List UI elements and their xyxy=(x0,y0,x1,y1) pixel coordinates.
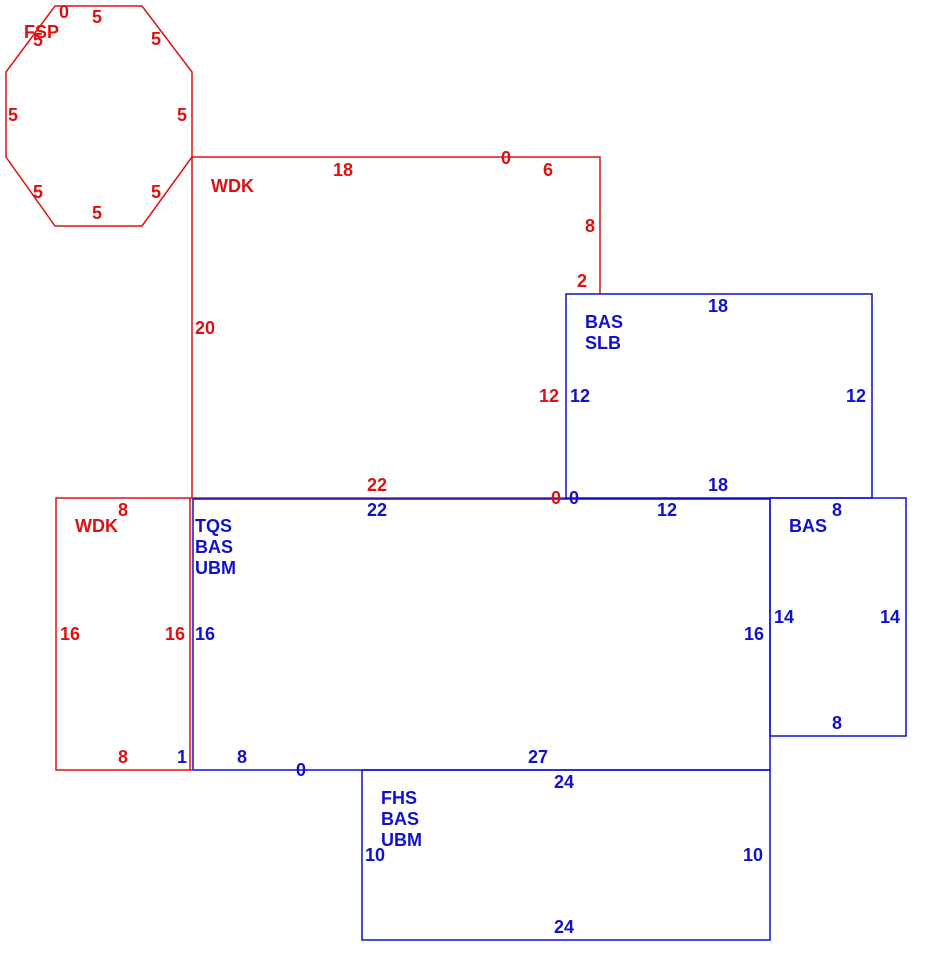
bas-slb-dim-bottom: 18 xyxy=(708,475,728,495)
main-area xyxy=(192,498,771,771)
octagon-dim-top-right: 5 xyxy=(151,29,161,49)
wdk-left-dim-right: 16 xyxy=(165,624,185,644)
wdk-left-labels: WDK 8 16 16 8 xyxy=(60,500,185,767)
bas-right-dim-top: 8 xyxy=(832,500,842,520)
wdk-upper-outline xyxy=(192,156,601,294)
wdk-left-title: WDK xyxy=(75,516,118,536)
main-line-2: BAS xyxy=(195,537,233,557)
main-dim-top: 22 xyxy=(367,500,387,520)
wdk-upper-title: WDK xyxy=(211,176,254,196)
main-dim-bottom-one: 1 xyxy=(177,747,187,767)
bas-slb-labels: BAS SLB 18 12 12 18 0 xyxy=(569,296,866,508)
wdk-upper-dim-top-right: 6 xyxy=(543,160,553,180)
wdk-left-dim-bottom: 8 xyxy=(118,747,128,767)
wdk-upper-dim-right-upper: 8 xyxy=(585,216,595,236)
octagon-labels: FSP 0 5 5 5 5 5 5 5 5 xyxy=(8,2,187,223)
wdk-upper-dim-right-step: 2 xyxy=(577,271,587,291)
octagon-title: FSP xyxy=(24,22,59,42)
octagon-dim-bottom-left: 5 xyxy=(33,182,43,202)
bas-slb-dim-right: 12 xyxy=(846,386,866,406)
octagon-dim-top-left: 5 xyxy=(33,30,43,50)
bas-right-dim-left: 14 xyxy=(774,607,794,627)
bas-right-area xyxy=(769,497,907,737)
main-dim-bottom-zero: 0 xyxy=(296,760,306,780)
bas-slb-line-1: BAS xyxy=(585,312,623,332)
wdk-upper-dim-bottom: 22 xyxy=(367,475,387,495)
main-labels: TQS BAS UBM 22 12 16 16 1 8 0 27 xyxy=(177,500,764,780)
fhs-area xyxy=(361,769,771,941)
bas-slb-area xyxy=(565,293,873,499)
main-line-1: TQS xyxy=(195,516,232,536)
wdk-upper-dim-inner-right: 12 xyxy=(539,386,559,406)
main-dim-bottom-eight: 8 xyxy=(237,747,247,767)
main-outline xyxy=(192,498,771,771)
wdk-upper-dim-left: 20 xyxy=(195,318,215,338)
fhs-labels: FHS BAS UBM 24 10 10 24 xyxy=(365,772,763,937)
octagon-dim-left: 5 xyxy=(8,105,18,125)
octagon-fsp xyxy=(5,5,193,227)
octagon-dim-bottom-right: 5 xyxy=(151,182,161,202)
wdk-left-dim-left: 16 xyxy=(60,624,80,644)
octagon-dim-bottom: 5 xyxy=(92,203,102,223)
bas-slb-dim-corner-zero: 0 xyxy=(569,488,579,508)
wdk-upper-area xyxy=(191,156,601,499)
bas-right-dim-right: 14 xyxy=(880,607,900,627)
fhs-dim-left: 10 xyxy=(365,845,385,865)
fhs-dim-right: 10 xyxy=(743,845,763,865)
octagon-dim-top: 5 xyxy=(92,7,102,27)
bas-right-dim-bottom: 8 xyxy=(832,713,842,733)
octagon-outline xyxy=(5,5,193,227)
wdk-left-outline xyxy=(55,497,192,771)
fhs-line-2: BAS xyxy=(381,809,419,829)
bas-right-outline xyxy=(769,497,907,737)
main-dim-right: 16 xyxy=(744,624,764,644)
bas-slb-dim-left: 12 xyxy=(570,386,590,406)
main-dim-top-right: 12 xyxy=(657,500,677,520)
wdk-left-area xyxy=(55,497,192,771)
wdk-left-dim-top: 8 xyxy=(118,500,128,520)
main-dim-bottom: 27 xyxy=(528,747,548,767)
octagon-dim-right: 5 xyxy=(177,105,187,125)
octagon-dim-top-zero: 0 xyxy=(59,2,69,22)
fhs-line-3: UBM xyxy=(381,830,422,850)
fhs-dim-top: 24 xyxy=(554,772,574,792)
bas-slb-dim-top: 18 xyxy=(708,296,728,316)
main-line-3: UBM xyxy=(195,558,236,578)
bas-right-labels: BAS 8 14 14 8 xyxy=(774,500,900,733)
fhs-dim-bottom: 24 xyxy=(554,917,574,937)
bas-right-title: BAS xyxy=(789,516,827,536)
wdk-upper-dim-bottom-zero: 0 xyxy=(551,488,561,508)
main-dim-left: 16 xyxy=(195,624,215,644)
bas-slb-outline xyxy=(565,293,873,499)
bas-slb-line-2: SLB xyxy=(585,333,621,353)
wdk-upper-dim-top-zero: 0 xyxy=(501,148,511,168)
fhs-outline xyxy=(361,769,771,941)
wdk-upper-labels: WDK 18 0 6 8 2 20 12 22 0 xyxy=(195,148,595,508)
wdk-upper-dim-top: 18 xyxy=(333,160,353,180)
fhs-line-1: FHS xyxy=(381,788,417,808)
